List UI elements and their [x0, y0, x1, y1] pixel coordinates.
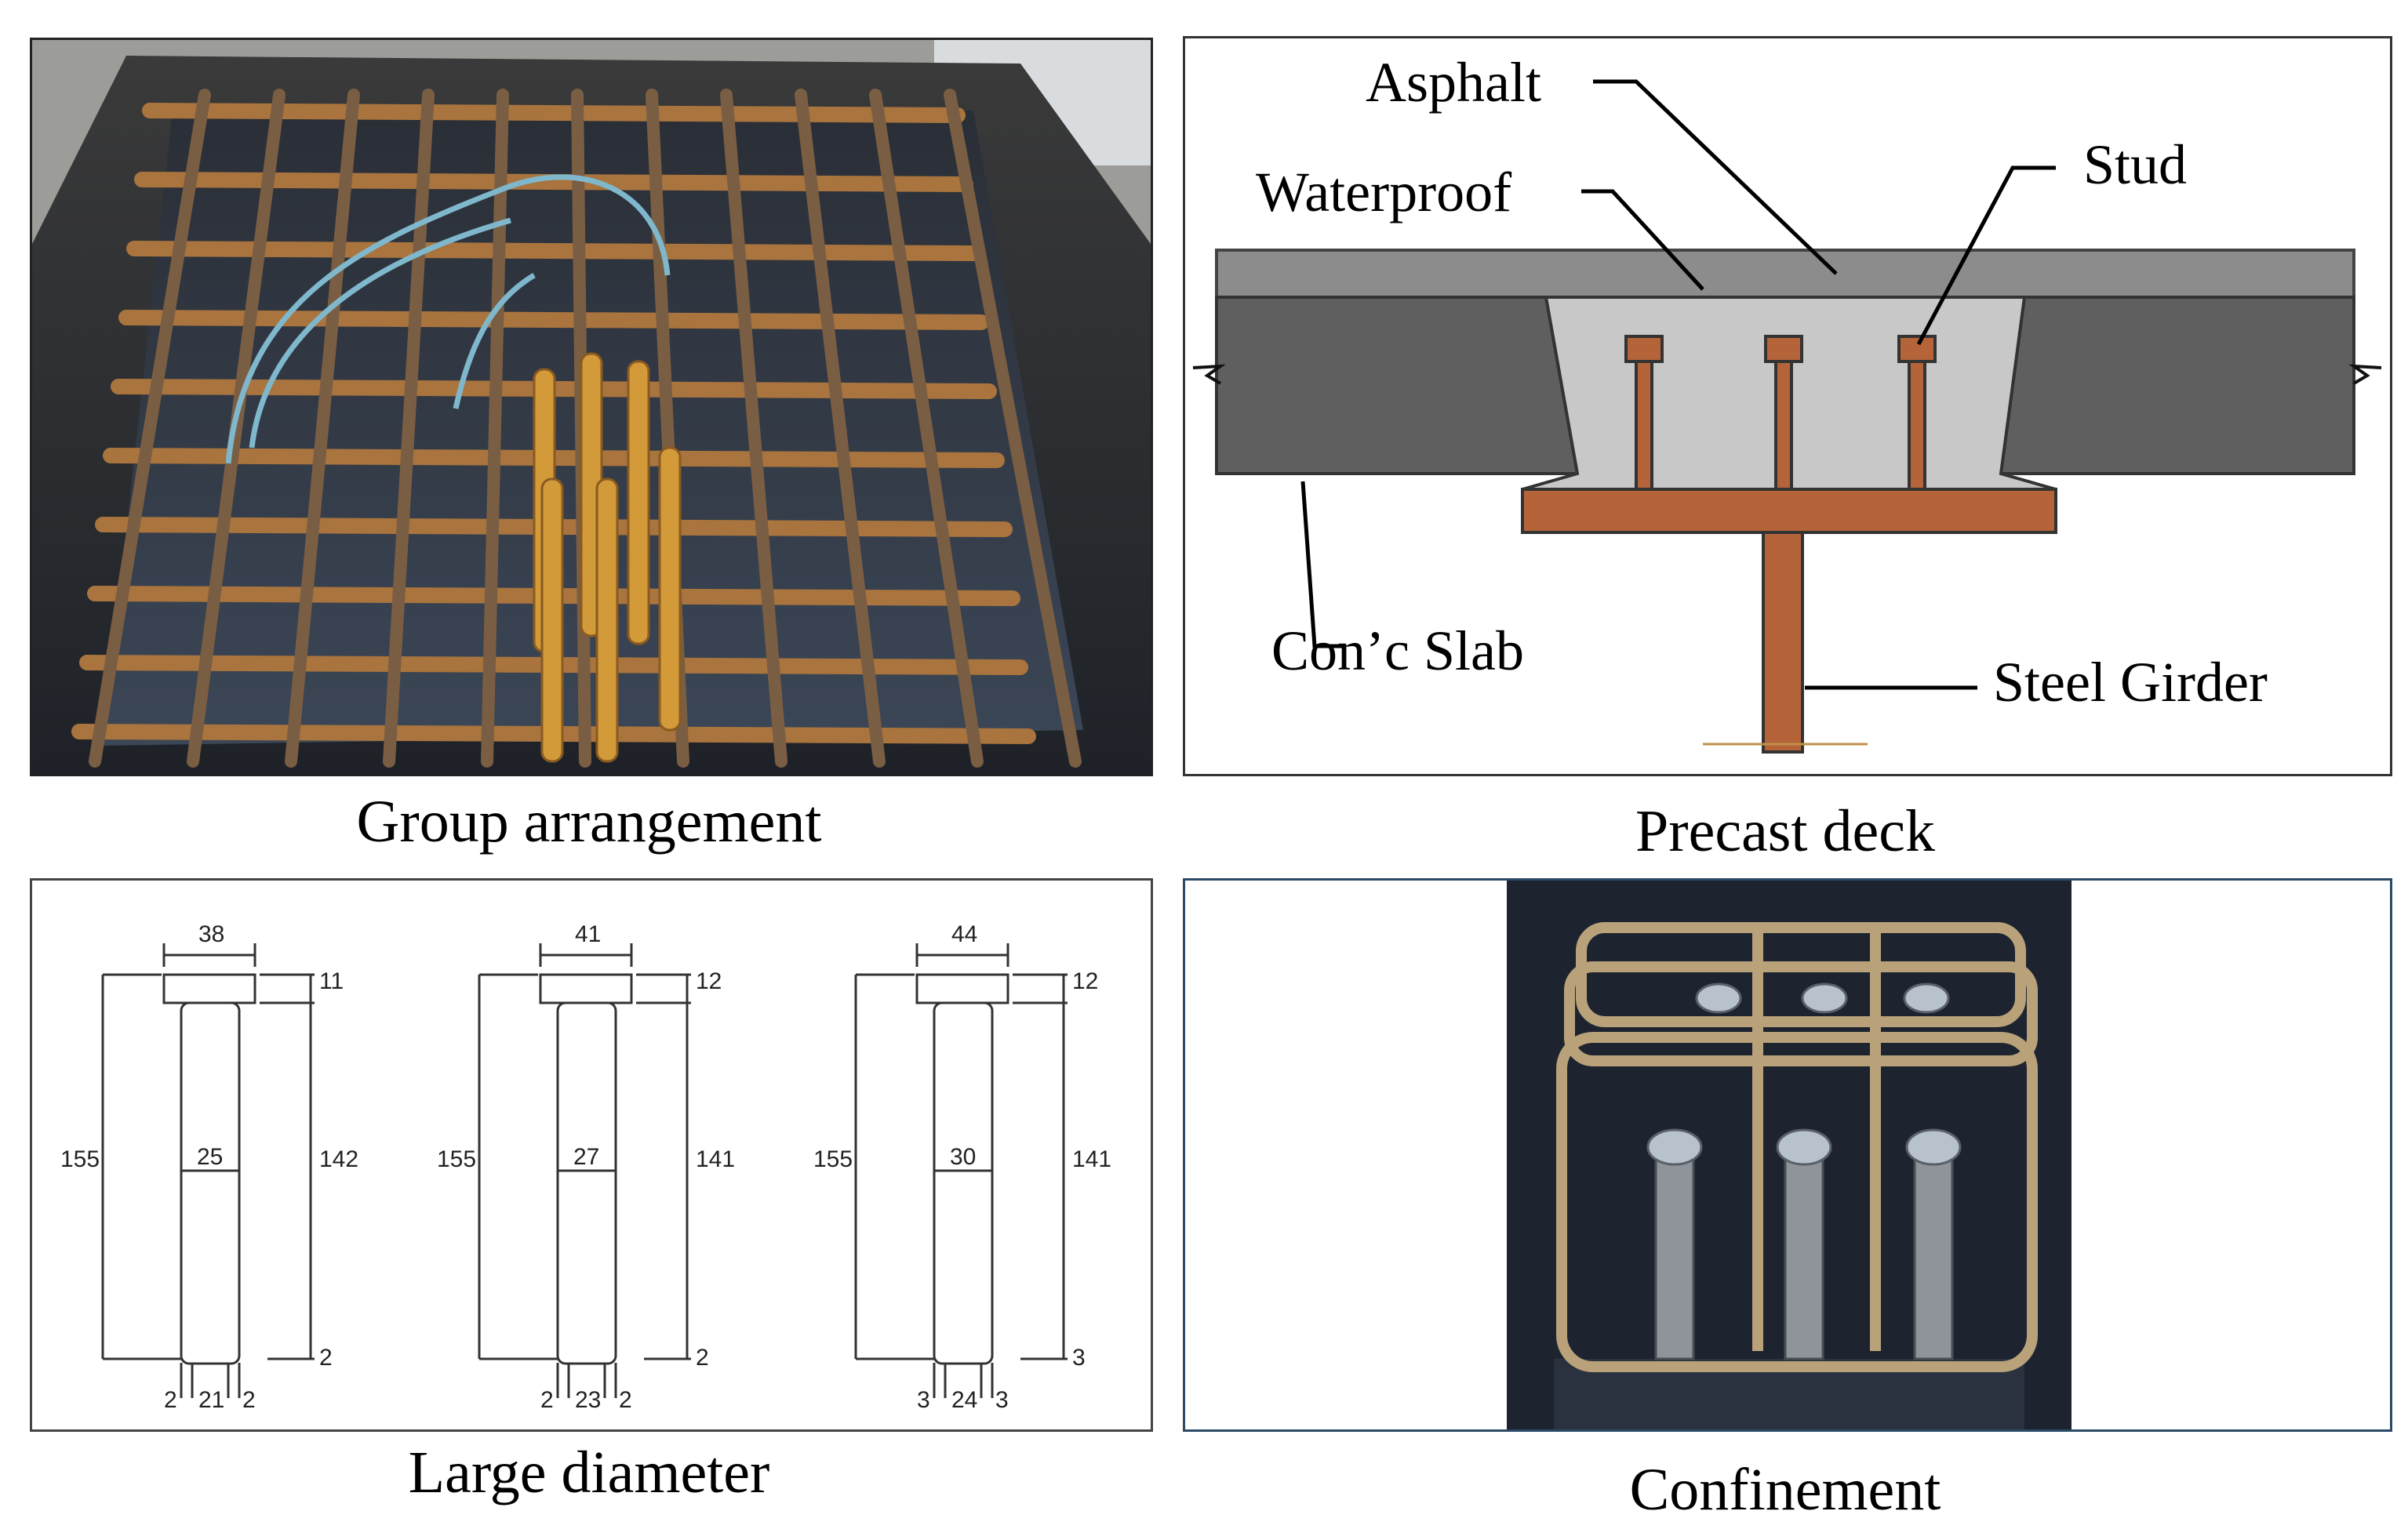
- rebar-bar: [720, 89, 788, 768]
- dimension-label: 21: [198, 1387, 224, 1413]
- dimension-label: 2: [619, 1387, 632, 1413]
- dimension-label: 24: [951, 1387, 977, 1413]
- dimension-label: 23: [575, 1387, 601, 1413]
- dimension-label: 155: [60, 1146, 100, 1172]
- label-asphalt: Asphalt: [1366, 51, 1541, 114]
- label-slab: Con’c Slab: [1271, 619, 1524, 682]
- caption-precast-deck: Precast deck: [1635, 798, 1935, 864]
- stud-drawing-2: 41 12 155 141 27 2 2 23 2: [437, 921, 735, 1413]
- stud-drawing-1: 38 11 155 142 25 2 2 21 2: [60, 921, 358, 1413]
- dimension-label: 30: [950, 1144, 976, 1170]
- caption-large-diameter: Large diameter: [408, 1440, 770, 1505]
- dimension-label: 3: [995, 1387, 1009, 1413]
- dimension-label: 3: [1072, 1345, 1086, 1371]
- asphalt-layer: [1215, 249, 2355, 299]
- dimension-label: 12: [696, 968, 722, 994]
- dimension-label: 2: [242, 1387, 256, 1413]
- rebar-bar: [89, 89, 211, 768]
- dimension-label: 2: [696, 1345, 709, 1371]
- stud: [658, 446, 682, 732]
- dimension-label: 141: [1072, 1146, 1111, 1172]
- dimension-label: 2: [540, 1387, 554, 1413]
- stud-drawing-3: 44 12 155 141 30 3 3 24 3: [813, 921, 1111, 1413]
- rebar-bar: [134, 172, 973, 192]
- dimension-label: 38: [198, 921, 224, 947]
- dimension-label: 11: [319, 968, 344, 994]
- caption-group-arrangement: Group arrangement: [356, 789, 822, 855]
- group-arrangement-photo: [30, 38, 1153, 776]
- confinement-stud-heads: [1646, 982, 1962, 1166]
- dimension-label: 25: [197, 1144, 223, 1170]
- rebar-bar: [795, 89, 886, 768]
- dimension-label: 3: [917, 1387, 930, 1413]
- dimension-label: 2: [164, 1387, 177, 1413]
- label-girder: Steel Girder: [1993, 651, 2268, 714]
- confinement-photo: [1183, 878, 2392, 1432]
- rebar-bar: [118, 310, 989, 330]
- dimension-label: 27: [573, 1144, 599, 1170]
- rebar-bar: [481, 89, 509, 768]
- large-diameter-drawings: 38 11 155 142 25 2 2 21 2 41 12 155 141: [30, 878, 1153, 1432]
- stud: [627, 360, 650, 645]
- dimension-label: 12: [1072, 968, 1098, 994]
- girder-flange: [1521, 488, 2057, 534]
- label-waterproof: Waterproof: [1256, 161, 1511, 223]
- dimension-label: 41: [575, 921, 601, 947]
- studs: [1624, 335, 1937, 491]
- dimension-label: 142: [319, 1146, 358, 1172]
- confinement-rebar-loops: [1556, 922, 2038, 1372]
- dimension-label: 141: [696, 1146, 735, 1172]
- dimension-label: 155: [437, 1146, 476, 1172]
- rebar-bar: [126, 241, 981, 261]
- precast-deck-diagram: Asphalt Waterproof Stud Con’c Slab Steel…: [1183, 36, 2392, 776]
- rebar-bar: [142, 103, 966, 123]
- slab-left: [1215, 296, 1580, 475]
- confinement-stud-shafts: [1654, 1146, 1954, 1360]
- rebar-bar: [383, 89, 435, 768]
- stud: [595, 478, 619, 763]
- girder-web: [1762, 531, 1804, 754]
- stud: [540, 478, 564, 763]
- rebar-bar: [944, 89, 1082, 768]
- rebar-bar: [869, 89, 984, 768]
- rebar-bar: [285, 89, 360, 768]
- slab-right: [1999, 296, 2355, 475]
- dimension-label: 2: [319, 1345, 333, 1371]
- dimension-label: 44: [951, 921, 977, 947]
- dimension-label: 155: [813, 1146, 853, 1172]
- caption-confinement: Confinement: [1629, 1457, 1941, 1523]
- label-stud: Stud: [2083, 133, 2187, 196]
